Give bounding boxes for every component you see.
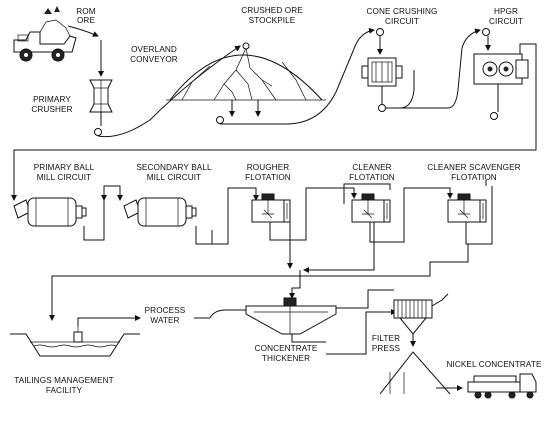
hpgr-discharge-pulley-icon — [490, 112, 498, 120]
label-hpgr-circuit: HPGR CIRCUIT — [489, 7, 523, 26]
svg-text:ORE: ORE — [77, 16, 95, 25]
filtrate-line — [431, 293, 449, 307]
label-process-water: PROCESS WATER — [145, 306, 186, 325]
svg-text:PRIMARY: PRIMARY — [33, 95, 71, 104]
haul-truck-icon — [13, 6, 77, 62]
label-concentrate-thickener: CONCENTRATE THICKENER — [255, 344, 318, 363]
cleaner-to-scavenger-line — [369, 187, 453, 243]
svg-text:TAILINGS MANAGEMENT: TAILINGS MANAGEMENT — [14, 376, 114, 385]
svg-text:CLEANER: CLEANER — [352, 163, 391, 172]
stockpile-icon — [166, 42, 326, 101]
svg-text:FLOTATION: FLOTATION — [451, 173, 497, 182]
svg-text:CONVEYOR: CONVEYOR — [130, 55, 178, 64]
svg-text:FLOTATION: FLOTATION — [349, 173, 395, 182]
svg-text:SECONDARY BALL: SECONDARY BALL — [136, 163, 212, 172]
primary-crusher-icon — [89, 79, 113, 113]
tailings-line — [49, 244, 469, 321]
svg-text:FLOTATION: FLOTATION — [245, 173, 291, 182]
concentrate-thickener-icon — [245, 297, 337, 335]
label-filter-press: FILTER PRESS — [372, 334, 401, 353]
svg-text:CONCENTRATE: CONCENTRATE — [255, 344, 318, 353]
cone-crusher-icon — [361, 57, 403, 87]
reclaim-water-line — [77, 315, 141, 326]
svg-text:MILL CIRCUIT: MILL CIRCUIT — [37, 173, 92, 182]
label-cleaner-scavenger-flotation: CLEANER SCAVENGER FLOTATION — [427, 163, 520, 182]
svg-text:CONE CRUSHING: CONE CRUSHING — [367, 7, 438, 16]
thickener-underflow — [336, 289, 394, 309]
cone-feed-pulley-icon — [376, 28, 384, 36]
thickener-bottom — [291, 334, 326, 343]
svg-text:ROM: ROM — [76, 7, 95, 16]
svg-text:CRUSHER: CRUSHER — [31, 105, 72, 114]
primary-ball-mill-icon — [13, 197, 87, 227]
cleaner-concentrate-line — [303, 222, 375, 273]
concentrate-pile-icon — [379, 351, 451, 395]
label-primary-crusher: PRIMARY CRUSHER — [31, 95, 72, 114]
tailings-facility-icon — [10, 326, 140, 357]
label-cleaner-flotation: CLEANER FLOTATION — [349, 163, 395, 182]
label-overland-conveyor: OVERLAND CONVEYOR — [130, 45, 178, 64]
label-primary-ball-mill: PRIMARY BALL MILL CIRCUIT — [34, 163, 95, 182]
svg-text:ROUGHER: ROUGHER — [247, 163, 290, 172]
feed-to-thickener — [289, 270, 301, 299]
reclaim-pulley-icon — [216, 116, 224, 124]
hpgr-feed-pulley-icon — [482, 28, 490, 36]
conveyor-to-cone-crusher — [220, 27, 375, 125]
label-tailings-management-facility: TAILINGS MANAGEMENT FACILITY — [14, 376, 114, 395]
svg-text:CIRCUIT: CIRCUIT — [489, 17, 523, 26]
svg-text:OVERLAND: OVERLAND — [131, 45, 177, 54]
concentrate-truck-icon — [467, 373, 537, 399]
label-rom-ore: ROM ORE — [76, 7, 95, 25]
conveyor-pulley-icon — [94, 128, 102, 136]
svg-text:NICKEL CONCENTRATE: NICKEL CONCENTRATE — [446, 360, 541, 369]
svg-text:FILTER: FILTER — [372, 334, 400, 343]
cone-discharge-pulley-icon — [378, 104, 386, 112]
svg-text:PRIMARY BALL: PRIMARY BALL — [34, 163, 95, 172]
svg-text:MILL CIRCUIT: MILL CIRCUIT — [147, 173, 202, 182]
svg-text:PROCESS: PROCESS — [145, 306, 186, 315]
filter-press-icon — [393, 299, 433, 335]
label-nickel-concentrate: NICKEL CONCENTRATE — [446, 360, 541, 369]
scavenger-discharge-line — [465, 186, 493, 245]
label-crushed-ore-stockpile: CRUSHED ORE STOCKPILE — [241, 6, 303, 25]
truck-to-crusher-arrow — [67, 25, 99, 37]
svg-text:CRUSHED ORE: CRUSHED ORE — [241, 6, 303, 15]
label-cone-crushing-circuit: CONE CRUSHING CIRCUIT — [367, 7, 438, 26]
secondary-ball-mill-icon — [123, 197, 197, 227]
hpgr-icon — [473, 53, 529, 85]
cleaner-flotation-cell-icon — [351, 193, 391, 223]
label-secondary-ball-mill: SECONDARY BALL MILL CIRCUIT — [136, 163, 212, 182]
svg-text:HPGR: HPGR — [494, 7, 518, 16]
hpgr-to-grinding-line — [11, 43, 537, 201]
svg-text:WATER: WATER — [150, 316, 179, 325]
conveyor-to-hpgr — [398, 28, 481, 109]
svg-text:STOCKPILE: STOCKPILE — [249, 16, 296, 25]
rougher-to-cleaner-line — [269, 187, 357, 241]
label-rougher-flotation: ROUGHER FLOTATION — [245, 163, 291, 182]
overland-conveyor-line — [97, 45, 241, 138]
svg-text:THICKENER: THICKENER — [262, 354, 310, 363]
svg-text:FACILITY: FACILITY — [46, 386, 83, 395]
thickener-overflow — [209, 309, 246, 319]
svg-text:CLEANER SCAVENGER: CLEANER SCAVENGER — [427, 163, 520, 172]
svg-text:CIRCUIT: CIRCUIT — [385, 17, 419, 26]
pbm-discharge-line — [83, 185, 123, 241]
rougher-flotation-cell-icon — [251, 193, 291, 223]
svg-text:PRESS: PRESS — [372, 344, 401, 353]
cleaner-scavenger-cell-icon — [447, 193, 487, 223]
to-filter-press — [326, 309, 397, 355]
sbm-to-rougher-line — [195, 187, 259, 245]
cleaner-recycle-line — [343, 183, 391, 204]
